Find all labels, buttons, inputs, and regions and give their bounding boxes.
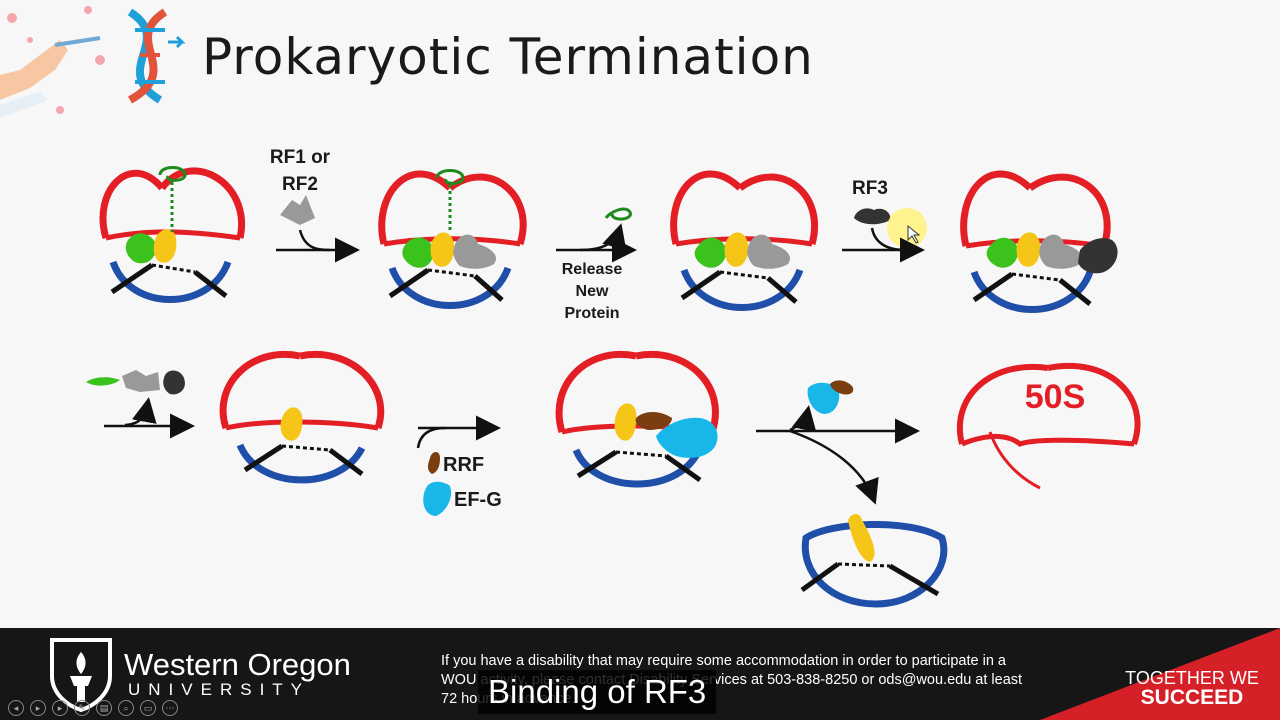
tagline-line2: SUCCEED [1140, 686, 1244, 709]
subunit-30s [800, 514, 948, 608]
play-icon[interactable]: ▸ [30, 700, 46, 716]
subunit-50s: 50S [957, 363, 1141, 490]
rf3-label: RF3 [852, 178, 888, 199]
arrow-to-30s [789, 429, 879, 505]
released-rf [122, 370, 160, 392]
player-controls: ◂ ▸ ▸ ✎ ▤ ⌕ ▭ ⋯ [8, 700, 178, 716]
next-icon[interactable]: ▸ [52, 700, 68, 716]
released-trna [86, 377, 120, 386]
release-label: Release [562, 261, 623, 278]
tagline-line1: TOGETHER WE [1125, 668, 1259, 688]
university-subtitle: UNIVERSITY [128, 680, 311, 699]
rf1-rf2-label: RF1 or [270, 147, 331, 168]
prev-icon[interactable]: ◂ [8, 700, 24, 716]
rrf-shape [428, 452, 440, 474]
efg-shape [423, 481, 452, 516]
slide-title: Prokaryotic Termination [202, 28, 814, 86]
ribosome-5 [219, 351, 385, 484]
slides-icon[interactable]: ▤ [96, 700, 112, 716]
ribosome-4 [960, 170, 1118, 313]
released-rf3 [163, 370, 185, 395]
zoom-icon[interactable]: ⌕ [118, 700, 134, 716]
ribosome-1 [99, 166, 246, 303]
label-50s: 50S [1025, 378, 1086, 416]
rf1-rf2-label-line2: RF2 [282, 174, 318, 195]
termination-diagram: RF1 or RF2 Release New Protein [86, 147, 1141, 608]
more-icon[interactable]: ⋯ [162, 700, 178, 716]
efg-label: EF-G [454, 489, 502, 511]
red-wedge-shape [1040, 628, 1280, 720]
ribosome-6 [555, 351, 719, 488]
dna-hand-icon [0, 6, 186, 118]
released-rrf [830, 380, 854, 395]
release-label-line2: New [576, 283, 609, 300]
ribosome-3 [670, 170, 818, 311]
cursor-highlight [887, 208, 927, 248]
ribosome-2 [378, 169, 527, 309]
rf3-shape [854, 208, 891, 225]
release-label-line3: Protein [564, 305, 619, 322]
subtitles-icon[interactable]: ▭ [140, 700, 156, 716]
release-factor-shape [280, 195, 315, 225]
pen-icon[interactable]: ✎ [74, 700, 90, 716]
rrf-label: RRF [443, 454, 484, 476]
peptide-shape [604, 207, 632, 221]
tagline: TOGETHER WE SUCCEED [1112, 668, 1272, 708]
slide: Prokaryotic Termination RF1 or RF2 [0, 6, 1141, 608]
caption-subtitle: Binding of RF3 [478, 670, 717, 714]
university-name: Western Oregon [124, 647, 351, 682]
